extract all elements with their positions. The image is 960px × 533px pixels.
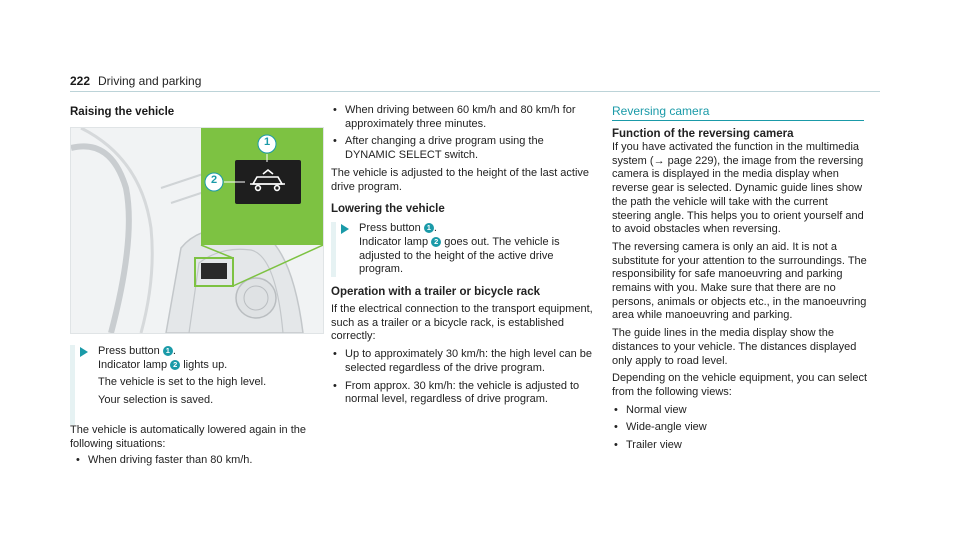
- view-item: Wide-angle view: [612, 421, 867, 435]
- heading-raising-vehicle: Raising the vehicle: [70, 106, 175, 118]
- right-column: Function of the reversing camera If you …: [612, 127, 867, 457]
- para-camera-function: If you have activated the function in th…: [612, 141, 864, 236]
- callout-2-icon: 2: [431, 236, 442, 247]
- callout-1-icon: 1: [162, 346, 173, 356]
- heading-camera-function: Function of the reversing camera: [612, 128, 794, 140]
- para-transport-equipment: If the electrical connection to the tran…: [331, 303, 593, 343]
- para-camera-aid: The reversing camera is only an aid. It …: [612, 240, 867, 322]
- step-arrow-icon: [80, 347, 88, 357]
- callout-2-icon: 2: [170, 359, 181, 370]
- step-raise-line3: The vehicle is set to the high level.: [98, 376, 267, 389]
- heading-lowering-vehicle: Lowering the vehicle: [331, 203, 445, 216]
- bullet-faster-80: When driving faster than 80 km/h.: [74, 454, 328, 468]
- para-last-program: The vehicle is adjusted to the height of…: [331, 166, 590, 193]
- figure-console: 1 2: [70, 127, 324, 334]
- bullet-from-30: From approx. 30 km/h: the vehicle is adj…: [331, 380, 593, 407]
- step-raise-line4: Your selection is saved.: [98, 394, 214, 407]
- para-select-views: Depending on the vehicle equipment, you …: [612, 372, 868, 398]
- step-arrow-icon: [341, 224, 349, 235]
- vehicle-lift-icon: [250, 168, 285, 192]
- figure-callout-2: 2: [210, 174, 218, 186]
- header-rule: [70, 91, 880, 92]
- view-item: Normal view: [612, 404, 867, 418]
- para-lowered-again: The vehicle is automatically lowered aga…: [70, 424, 307, 450]
- console-illustration: [71, 128, 323, 333]
- para-guide-lines: The guide lines in the media display sho…: [612, 327, 857, 367]
- heading-trailer-operation: Operation with a trailer or bicycle rack: [331, 286, 540, 299]
- middle-column: When driving between 60 km/h and 80 km/h…: [331, 104, 593, 411]
- bullet-60-80: When driving between 60 km/h and 80 km/h…: [331, 104, 593, 131]
- bullet-dynamic-select: After changing a drive program using the…: [331, 135, 593, 162]
- view-item: Trailer view: [612, 439, 867, 453]
- step-lower: Press button 1. Indicator lamp 2 goes ou…: [331, 222, 593, 278]
- page-number: 222: [70, 74, 91, 88]
- heading-reversing-camera: Reversing camera: [612, 104, 710, 118]
- bullet-up-to-30: Up to approximately 30 km/h: the high le…: [331, 348, 593, 375]
- step-lower-line1: Press button 1.: [341, 222, 593, 236]
- callout-1-icon: 1: [423, 223, 434, 234]
- reversing-camera-rule: [612, 120, 864, 121]
- step-lower-line2: Indicator lamp 2 goes out. The vehicle i…: [359, 235, 560, 276]
- step-raise: Press button 1. Indicator lamp 2 lights …: [80, 345, 320, 408]
- step-raise-line2: Indicator lamp 2 lights up.: [98, 358, 228, 371]
- section-title: Driving and parking: [98, 74, 202, 88]
- figure-callout-1: 1: [263, 136, 271, 148]
- step-lower-bar: [331, 222, 336, 278]
- cross-reference-arrow-icon: →: [653, 154, 665, 167]
- step-bar: [70, 345, 75, 425]
- step-raise-line1: Press button 1.: [80, 345, 320, 359]
